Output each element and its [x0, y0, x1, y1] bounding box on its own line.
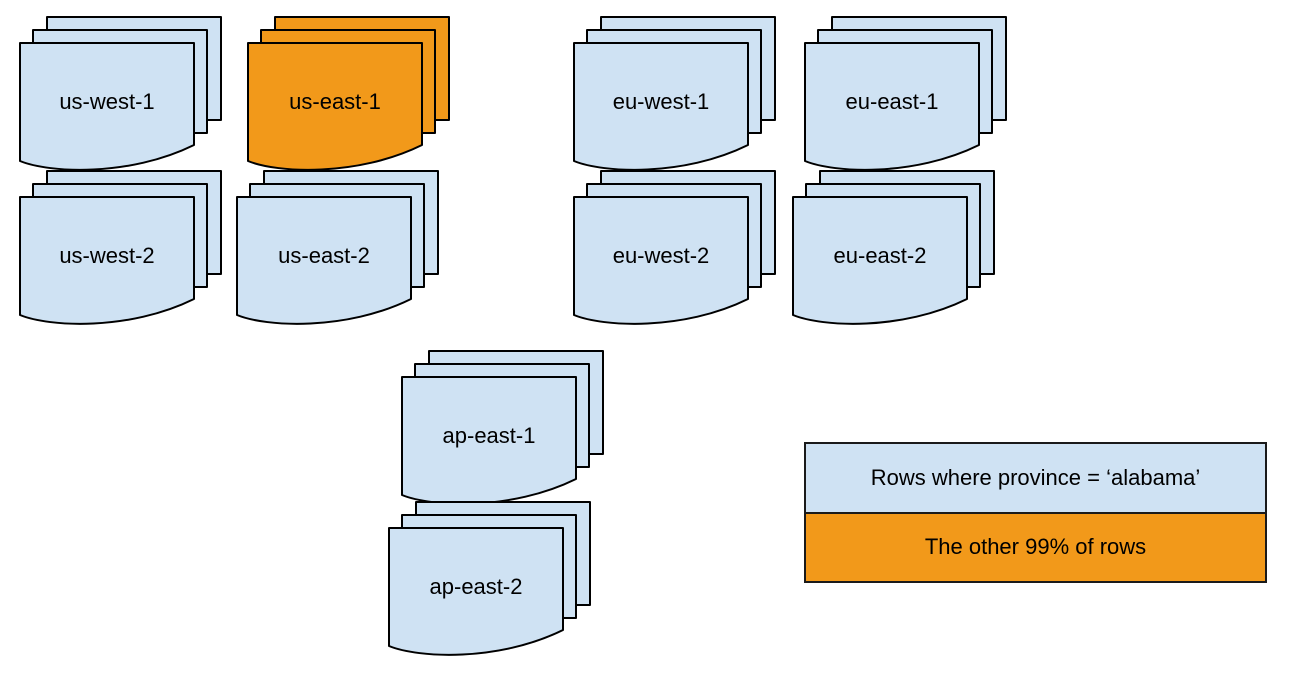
doc-stack-eu-east-1: eu-east-1 [804, 16, 1008, 176]
region-label: us-west-2 [59, 243, 155, 268]
doc-stack-us-east-2: us-east-2 [236, 170, 440, 330]
document-stack-icon [388, 501, 591, 656]
region-label: us-east-1 [289, 89, 381, 114]
doc-stack-eu-west-1: eu-west-1 [573, 16, 777, 176]
document-stack-icon [19, 170, 222, 325]
doc-stack-ap-east-2: ap-east-2 [388, 501, 592, 661]
region-label: eu-west-2 [612, 243, 710, 268]
document-stack-icon [19, 16, 222, 171]
region-label: us-east-2 [278, 243, 370, 268]
doc-stack-eu-west-2: eu-west-2 [573, 170, 777, 330]
legend: Rows where province = ‘alabama’ The othe… [804, 442, 1267, 583]
document-stack-icon [792, 170, 995, 325]
legend-label: The other 99% of rows [924, 534, 1147, 560]
document-stack-icon [573, 170, 776, 325]
region-label: eu-east-1 [845, 89, 939, 114]
doc-stack-us-west-1: us-west-1 [19, 16, 223, 176]
legend-item-other-rows: The other 99% of rows [806, 511, 1265, 581]
region-label: ap-east-1 [442, 423, 536, 448]
document-stack-icon [804, 16, 1007, 171]
region-label: eu-east-2 [833, 243, 927, 268]
region-label: eu-west-1 [612, 89, 710, 114]
document-stack-icon [401, 350, 604, 505]
region-label: ap-east-2 [429, 574, 523, 599]
document-stack-icon [573, 16, 776, 171]
doc-stack-us-east-1: us-east-1 [247, 16, 451, 176]
legend-item-alabama-rows: Rows where province = ‘alabama’ [806, 444, 1265, 512]
doc-stack-eu-east-2: eu-east-2 [792, 170, 996, 330]
doc-stack-ap-east-1: ap-east-1 [401, 350, 605, 510]
legend-label: Rows where province = ‘alabama’ [870, 464, 1201, 490]
region-label: us-west-1 [59, 89, 155, 114]
document-stack-icon [247, 16, 450, 171]
doc-stack-us-west-2: us-west-2 [19, 170, 223, 330]
document-stack-icon [236, 170, 439, 325]
